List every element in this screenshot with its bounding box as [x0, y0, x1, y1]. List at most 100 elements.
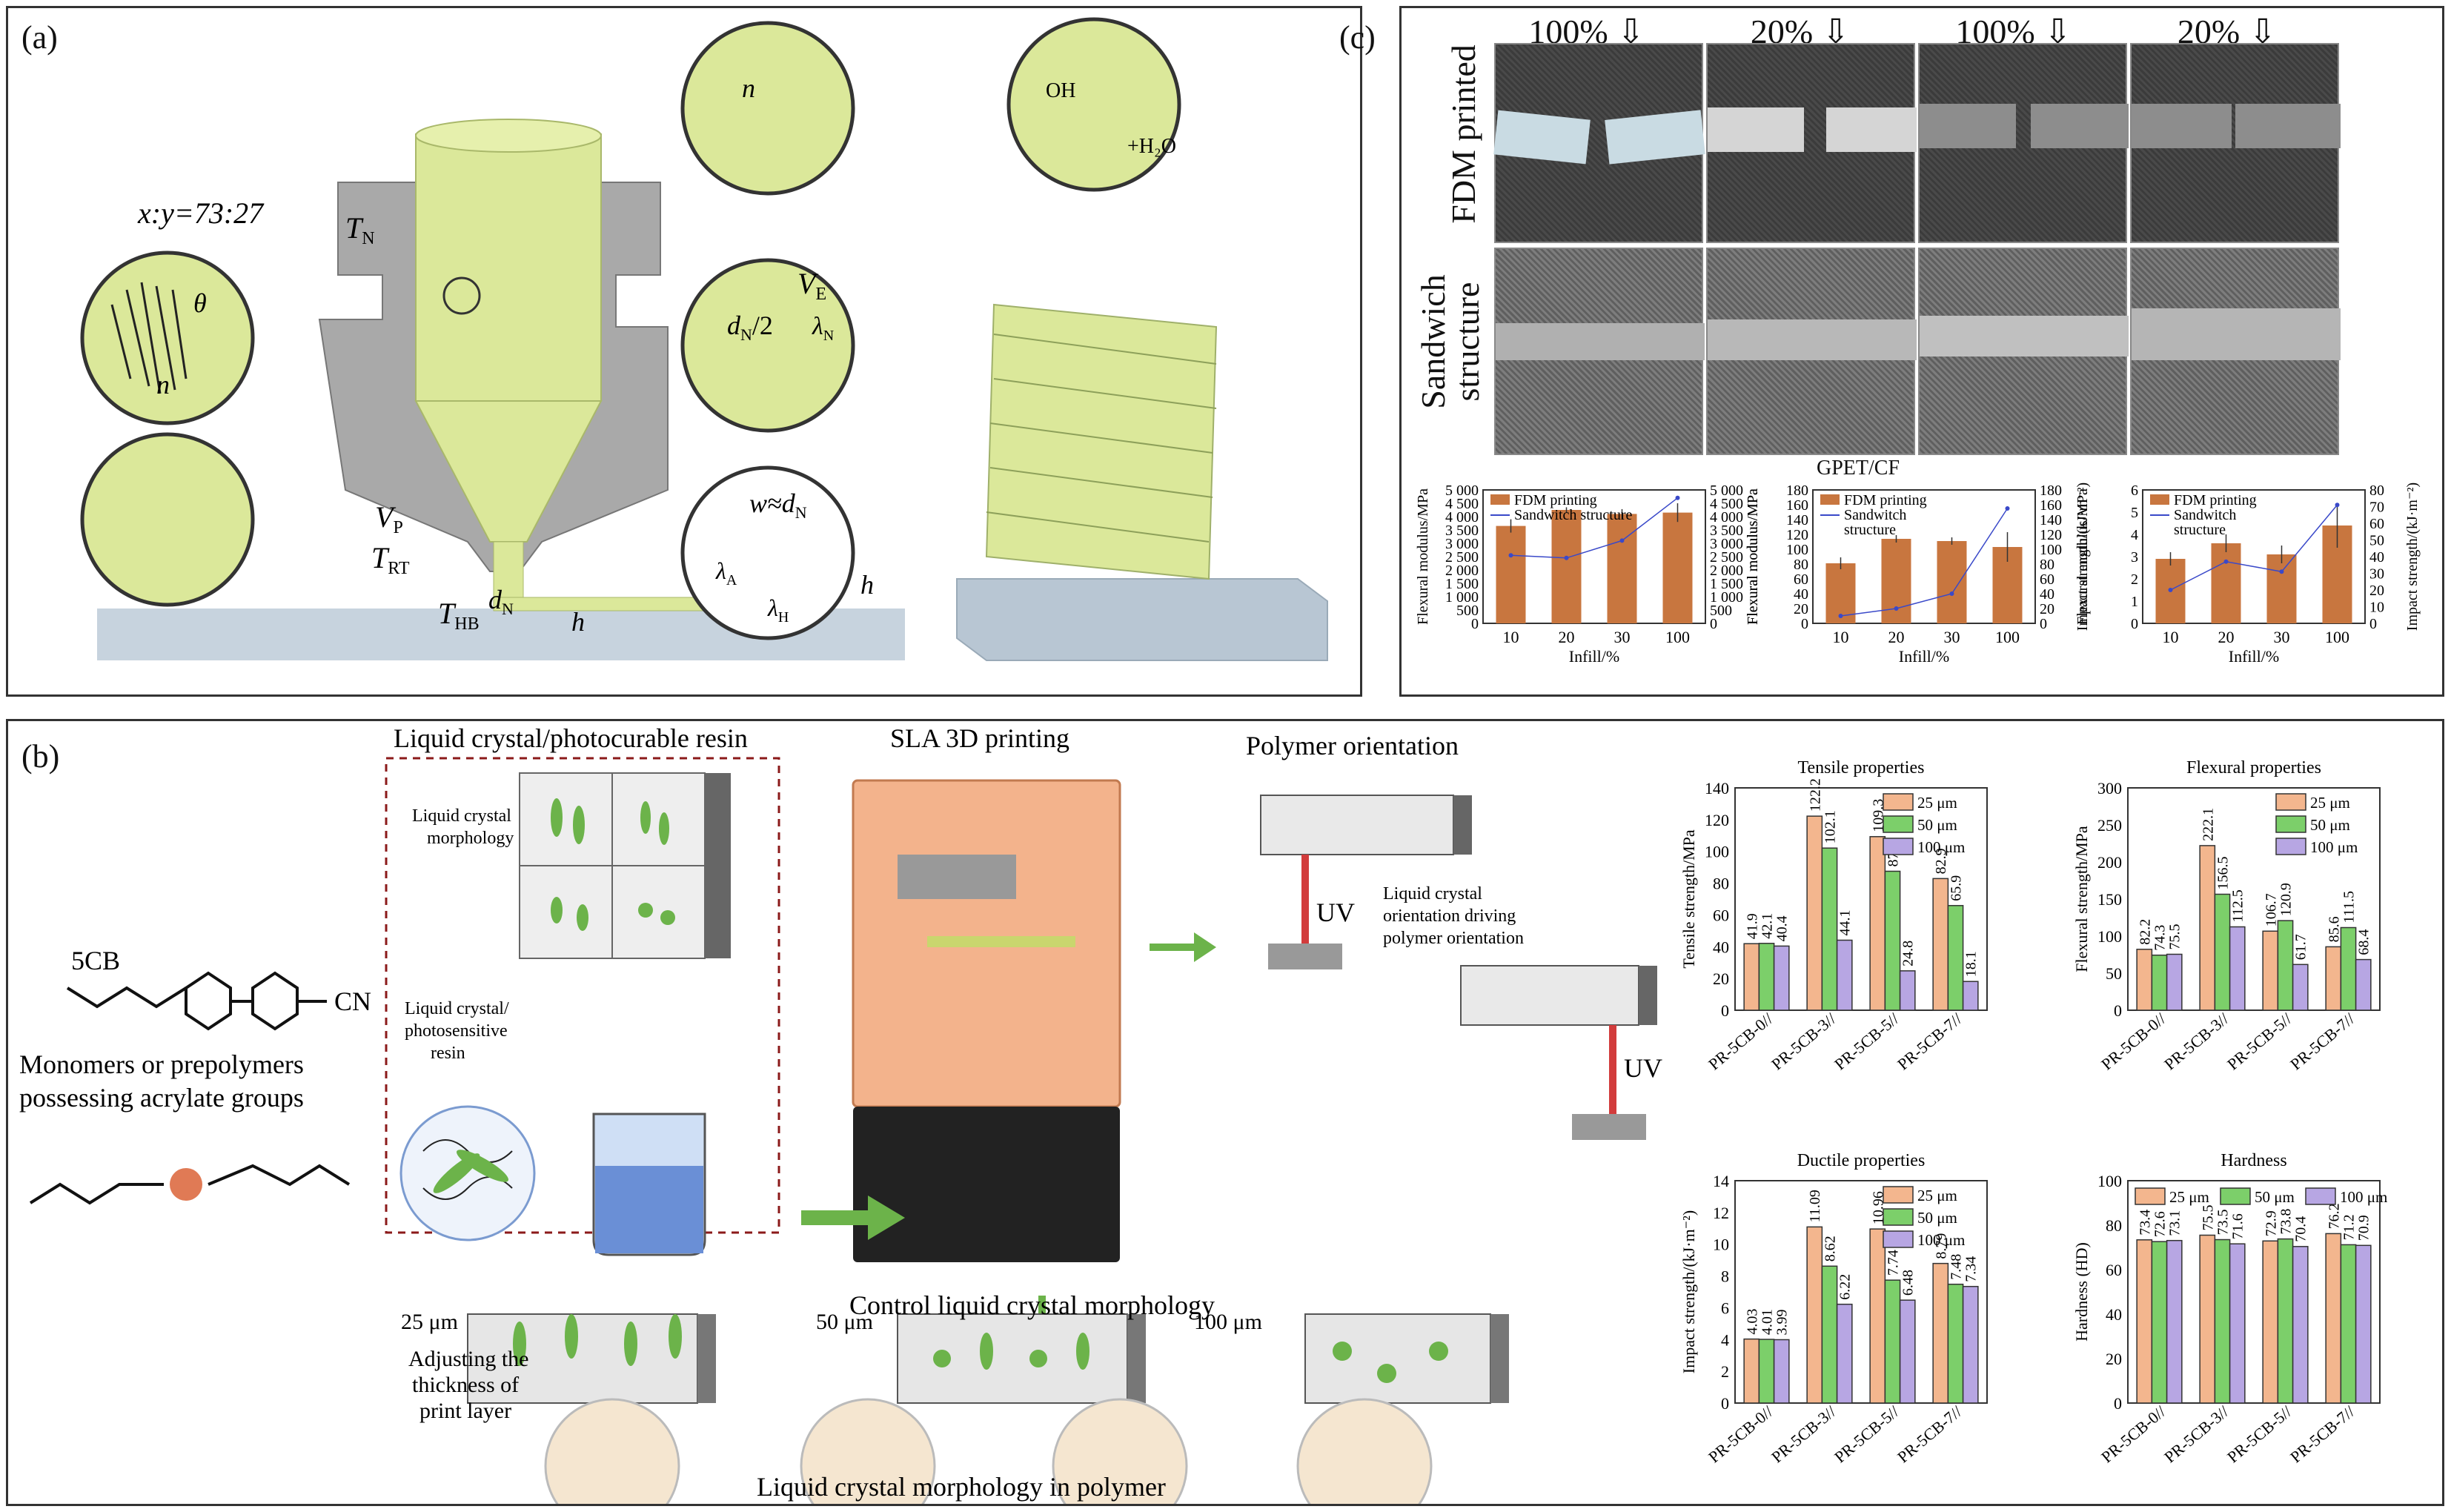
- b-chart-title: Hardness: [2221, 1151, 2286, 1170]
- adjust-1: Adjusting the: [408, 1347, 529, 1371]
- b-bar: [2355, 1244, 2372, 1404]
- b-xtick: PR-5CB-3//: [2160, 1009, 2232, 1073]
- b-ylabel: Tensile strength/MPa: [1679, 829, 1698, 969]
- b-bar: [2325, 1233, 2342, 1404]
- c-ylabel-right: Flexural modulus/MPa: [2074, 488, 2091, 625]
- c-tick-left: 0: [1471, 616, 1479, 632]
- c-legend-line: structure: [1844, 522, 1896, 538]
- c-legend-swatch-bar: [1820, 494, 1840, 505]
- b-ytick: 2: [1721, 1362, 1729, 1381]
- c-tick-left: 4 000: [1445, 509, 1479, 525]
- c-tick-left: 60: [1794, 571, 1808, 588]
- c-tick-right: 4 000: [1710, 509, 1743, 525]
- b-legend-swatch: [1883, 793, 1914, 811]
- b-ytick: 60: [2106, 1261, 2122, 1279]
- c-tick-left: 160: [1786, 497, 1808, 514]
- c-line-series: [1840, 508, 2009, 617]
- c-tick-left: 500: [1456, 603, 1479, 619]
- c-tick-right: 60: [2040, 571, 2054, 588]
- zoom-circle-left-top: [80, 251, 255, 425]
- b-bar: [1758, 1339, 1775, 1404]
- c-tick-right: 10: [2369, 600, 2384, 616]
- layer-50: 50 μm: [816, 1310, 873, 1334]
- b-data-label: 120.9: [2278, 883, 2295, 916]
- panel-b-schematic: Liquid crystal/photocurable resin Liquid…: [19, 723, 1662, 1504]
- height-label: h: [571, 607, 585, 637]
- b-data-label: 11.09: [1807, 1190, 1823, 1222]
- c-ylabel-right: Flexural modulus/MPa: [1745, 488, 1761, 625]
- c-xtick: 10: [1833, 628, 1849, 646]
- b-data-label: 85.6: [2326, 916, 2342, 942]
- c-line-point: [1564, 555, 1569, 560]
- b-ytick: 100: [1705, 843, 1729, 861]
- b-data-label: 6.48: [1900, 1270, 1917, 1296]
- nozzle-diam-label: dN: [488, 585, 514, 618]
- c-ylabel-left: Flexural modulus/MPa: [1415, 488, 1431, 625]
- b-legend-label: 25 μm: [1917, 794, 1957, 812]
- b-bar: [1869, 836, 1886, 1011]
- c-bar: [1937, 541, 1967, 623]
- b-ytick: 4: [1721, 1330, 1729, 1349]
- b-xtick: PR-5CB-5//: [2223, 1009, 2295, 1073]
- b-chart-frame: [2127, 787, 2381, 1011]
- c-tick-right: 20: [2369, 583, 2384, 599]
- b-bar: [1947, 905, 1964, 1011]
- b-chart-frame: [2127, 1180, 2381, 1404]
- c-tick-left: 1: [2131, 594, 2138, 610]
- b-bar: [1806, 815, 1823, 1011]
- prepolymer-bead: [170, 1168, 202, 1201]
- c-tick-left: 2 500: [1445, 549, 1479, 566]
- c-chart-frame: [1812, 489, 2036, 624]
- c-tick-right: 3 000: [1710, 536, 1743, 552]
- lc-morph-1: Liquid crystal: [412, 806, 511, 826]
- helix-stack: [985, 303, 1218, 580]
- filament-barrel: [415, 133, 602, 402]
- c-tick-left: 80: [1794, 557, 1808, 573]
- b-data-label: 75.5: [2167, 924, 2183, 950]
- b-bar: [2151, 1241, 2168, 1404]
- b-legend-label: 25 μm: [2310, 794, 2350, 812]
- b-data-label: 4.01: [1760, 1309, 1776, 1335]
- b-legend-swatch: [2275, 815, 2306, 833]
- b-data-label: 82.9: [1933, 848, 1949, 874]
- c-xtick: 10: [2163, 628, 2179, 646]
- c-tick-left: 20: [1794, 601, 1808, 617]
- morph-polymer-label: Liquid crystal morphology in polymer: [757, 1472, 1166, 1502]
- b-bar: [2340, 1244, 2357, 1404]
- panel-a-diagram: x:y=73:27 TN THB TRT VP VE dN h dN/2 λN …: [80, 17, 1328, 661]
- b-bar: [2292, 964, 2309, 1011]
- b-xtick: PR-5CB-0//: [2097, 1402, 2169, 1466]
- b-bar: [2325, 946, 2342, 1011]
- c-bar: [1825, 563, 1856, 623]
- c-tick-right: 40: [2369, 549, 2384, 566]
- b-data-label: 41.9: [1744, 913, 1760, 939]
- b-chart-title: Tensile properties: [1798, 758, 1925, 777]
- lc-drive-3: polymer orientation: [1383, 929, 1524, 948]
- lc-photo-2: photosensitive: [405, 1021, 508, 1041]
- zoom-circle-top: [680, 21, 855, 196]
- c-bar: [2266, 554, 2297, 623]
- b-bar: [1743, 943, 1760, 1011]
- lambda-n-label: λN: [812, 313, 834, 344]
- c-tick-left: 1 500: [1445, 576, 1479, 592]
- c-legend-line: Sandwitch: [2174, 507, 2236, 523]
- resin-title: Liquid crystal/photocurable resin: [394, 723, 748, 753]
- c-line-series: [2170, 504, 2338, 591]
- c-tick-left: 1 000: [1445, 589, 1479, 606]
- c-bar: [1662, 512, 1693, 623]
- b-ytick: 250: [2097, 816, 2122, 835]
- c-tick-right: 500: [1710, 603, 1732, 619]
- c-tick-right: 0: [2040, 616, 2047, 632]
- c-tick-right: 20: [2040, 601, 2054, 617]
- b-data-label: 44.1: [1837, 910, 1854, 936]
- adjust-3: print layer: [419, 1399, 511, 1423]
- b-ytick: 8: [1721, 1267, 1729, 1286]
- c-line-series: [1510, 497, 1678, 559]
- b-data-label: 76.2: [2326, 1203, 2342, 1229]
- c-xtick: 20: [1559, 628, 1575, 646]
- b-data-label: 6.22: [1837, 1274, 1854, 1300]
- zoom-circle-right: [680, 465, 855, 640]
- c-tick-right: 60: [2369, 516, 2384, 532]
